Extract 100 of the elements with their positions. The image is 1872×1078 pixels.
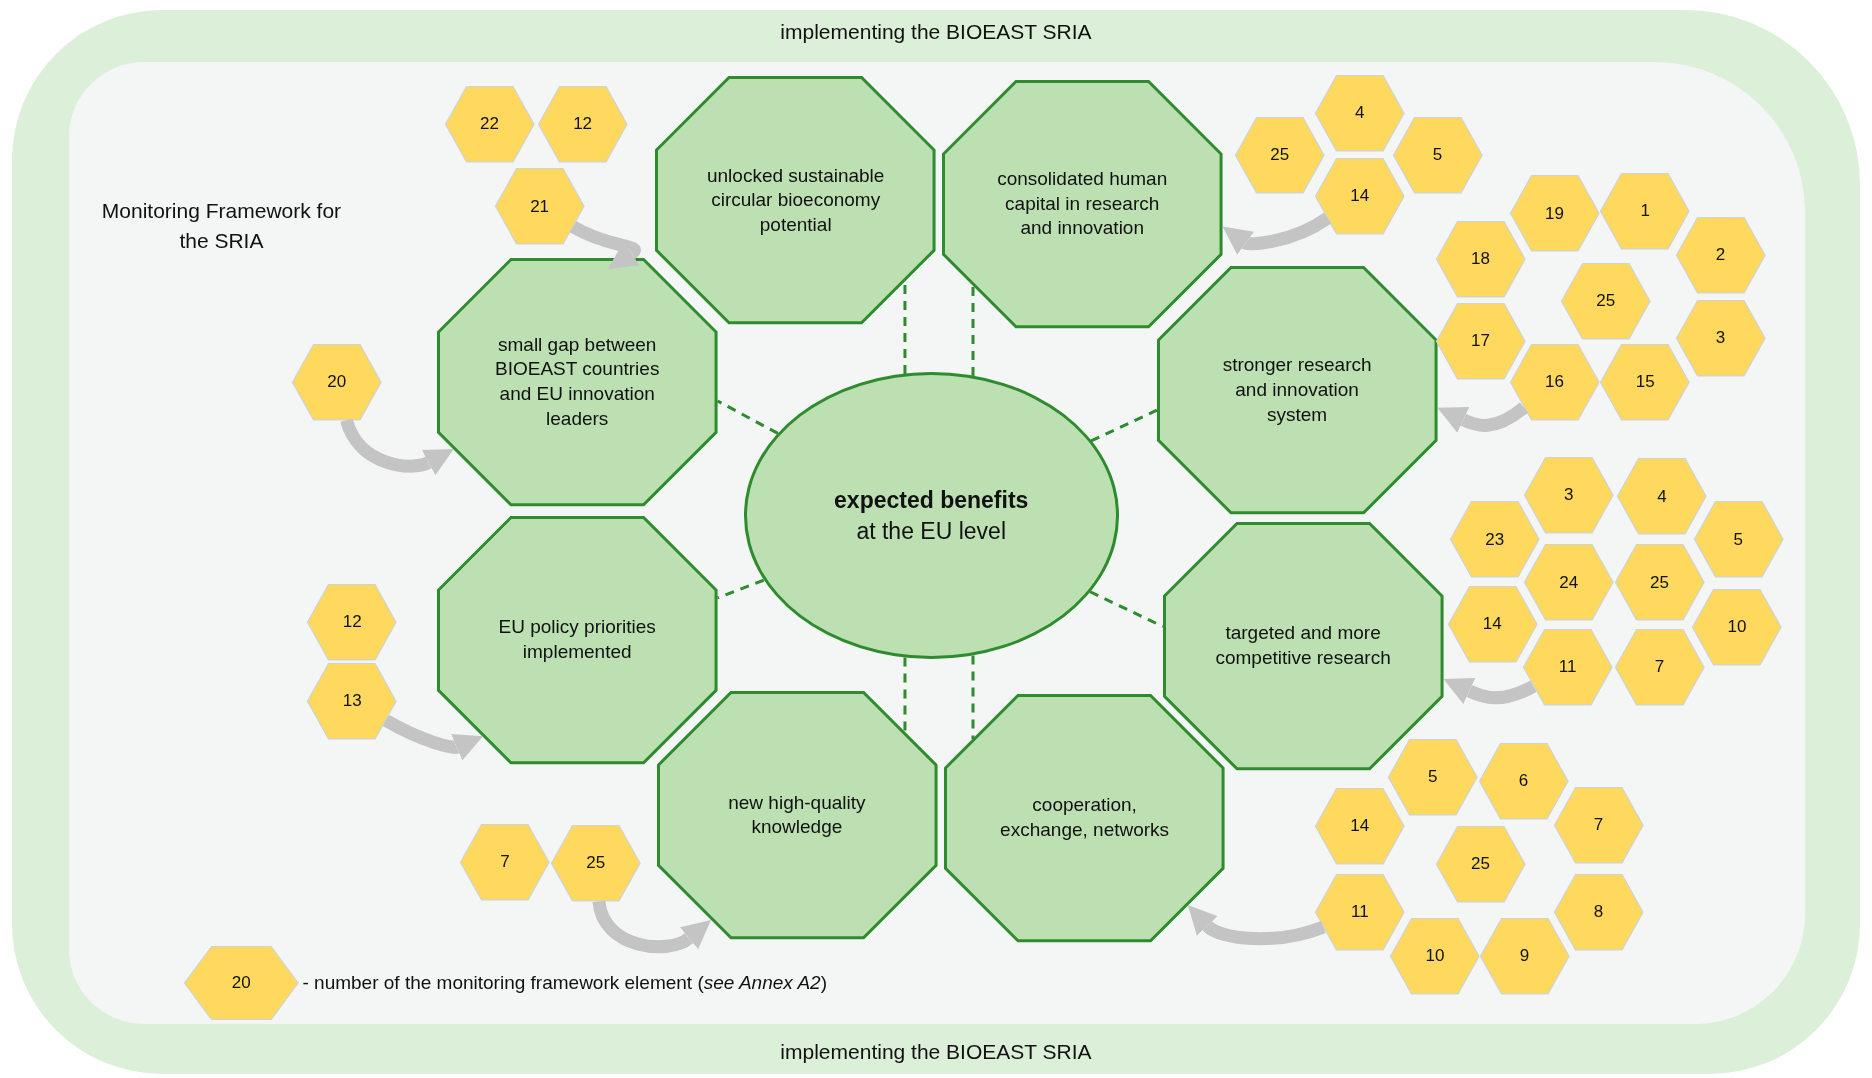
framework-title: Monitoring Framework for the SRIA [100, 197, 343, 255]
element-number: 3 [1564, 485, 1574, 506]
element-hexagon [1435, 826, 1526, 903]
curved-arrow [592, 900, 714, 954]
benefit-octagon [1162, 521, 1444, 770]
element-number: 19 [1544, 203, 1564, 224]
element-hexagon [1315, 75, 1405, 152]
element-number: 12 [573, 114, 593, 135]
element-hexagon [460, 823, 550, 901]
benefit-text: consolidated human capital in research and innovation [996, 167, 1169, 241]
element-number: 21 [530, 196, 550, 217]
element-hexagon [1553, 873, 1644, 951]
element-hexagon [1449, 501, 1540, 578]
element-number: 24 [1559, 572, 1579, 593]
element-hexagon [1392, 116, 1483, 194]
dashed-connector [971, 655, 975, 739]
element-number: 20 [231, 972, 251, 993]
element-hexagon [291, 343, 382, 421]
element-number: 3 [1715, 327, 1726, 348]
element-hexagon [1675, 299, 1766, 377]
element-number: 11 [1350, 902, 1369, 923]
element-number: 25 [1596, 290, 1616, 311]
benefit-octagon [944, 693, 1225, 942]
element-hexagon [1523, 544, 1614, 621]
benefit-text: stronger research and innovation system [1221, 353, 1373, 427]
element-number: 18 [1470, 249, 1490, 270]
element-number: 9 [1519, 946, 1530, 967]
element-hexagon [1435, 303, 1526, 380]
benefit-text: new high-quality knowledge [727, 790, 867, 840]
element-hexagon [1523, 457, 1614, 534]
element-hexagon [1509, 343, 1600, 421]
element-number: 2 [1715, 245, 1726, 266]
curved-arrow [1443, 678, 1537, 705]
element-hexagon [1561, 262, 1651, 340]
element-hexagon [1600, 343, 1690, 421]
element-hexagon [537, 85, 628, 163]
element-number: 25 [586, 853, 606, 874]
element-number: 1 [1640, 201, 1650, 222]
element-number: 14 [1350, 816, 1370, 837]
element-number: 16 [1544, 372, 1564, 392]
element-number: 10 [1727, 616, 1747, 637]
curved-arrow [569, 221, 641, 272]
element-hexagon [307, 662, 397, 739]
ellipse-text: at the EU level [856, 516, 1006, 546]
element-number: 23 [1485, 529, 1505, 550]
element-number: 4 [1355, 103, 1365, 124]
element-number: 5 [1427, 767, 1438, 788]
element-hexagon [1600, 173, 1690, 250]
element-hexagon [550, 824, 641, 902]
dashed-connector [1089, 590, 1164, 628]
element-hexagon [1614, 544, 1705, 621]
element-hexagon [1479, 918, 1570, 995]
band-title: implementing the BIOEAST SRIA [780, 1038, 1092, 1065]
element-hexagon [1614, 629, 1705, 706]
element-number: 14 [1350, 185, 1370, 206]
element-number: 10 [1425, 946, 1445, 967]
element-number: 6 [1518, 770, 1529, 791]
legend-note: - number of the monitoring framework element (see Annex A2) [302, 971, 827, 994]
dashed-connector [716, 578, 765, 600]
element-number: 5 [1733, 529, 1743, 550]
element-hexagon [444, 85, 535, 163]
element-hexagon [1553, 786, 1644, 864]
element-number: 13 [342, 690, 362, 711]
element-hexagon [1315, 873, 1405, 951]
dashed-connector [716, 399, 779, 435]
element-number: 17 [1470, 331, 1490, 352]
element-hexagon [1387, 739, 1478, 816]
element-hexagon [1509, 175, 1600, 252]
benefit-text: unlocked sustainable circular bioeconomy potential [705, 163, 886, 237]
element-hexagon [1522, 629, 1613, 706]
element-hexagon [494, 168, 585, 245]
element-hexagon [1315, 157, 1405, 234]
benefit-text: cooperation, exchange, networks [999, 793, 1171, 842]
element-number: 15 [1635, 372, 1655, 392]
element-number: 7 [1593, 814, 1604, 835]
benefit-text: targeted and more competitive research [1214, 621, 1392, 670]
element-number: 25 [1650, 572, 1669, 593]
element-number: 4 [1657, 486, 1667, 507]
element-hexagon [1675, 217, 1766, 294]
benefit-text: small gap between BIOEAST countries and EU innovation leaders [494, 332, 661, 431]
outer-band [11, 9, 1861, 1075]
element-number: 25 [1470, 854, 1490, 875]
benefit-text: EU policy priorities implemented [497, 615, 657, 664]
benefit-octagon [436, 515, 718, 765]
benefit-octagon [656, 691, 938, 940]
benefit-octagon [655, 76, 936, 325]
benefit-octagon [436, 257, 718, 507]
element-number: 14 [1482, 614, 1502, 635]
element-number: 7 [1654, 657, 1665, 678]
band-title: implementing the BIOEAST SRIA [780, 19, 1092, 46]
element-hexagon [1447, 586, 1538, 663]
element-hexagon [1315, 787, 1405, 865]
element-hexagon [1390, 918, 1480, 995]
curved-arrow [382, 714, 486, 762]
element-number: 22 [480, 114, 499, 135]
element-hexagon [1435, 220, 1526, 298]
dashed-connector [1090, 408, 1158, 443]
ellipse-title: expected benefits [834, 485, 1029, 515]
dashed-connector [971, 285, 975, 377]
dashed-connector [903, 657, 907, 733]
